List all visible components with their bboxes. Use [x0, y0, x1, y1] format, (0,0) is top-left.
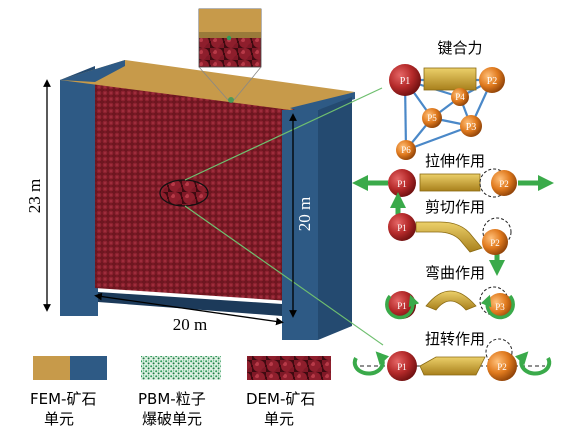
- svg-text:P5: P5: [427, 113, 437, 123]
- svg-text:P3: P3: [466, 122, 477, 133]
- legend-pbm-line2: 爆破单元: [142, 410, 202, 428]
- mine-model: [60, 8, 384, 346]
- svg-text:P2: P2: [487, 76, 498, 87]
- legend-pbm-line1: PBM-粒子: [138, 390, 206, 408]
- bond-bar-top: [423, 67, 477, 91]
- width-label: 20 m: [173, 315, 207, 334]
- bending-diagram: P1 P3: [385, 286, 515, 320]
- legend-dem: DEM-矿石 单元: [246, 356, 331, 428]
- svg-text:P1: P1: [397, 179, 407, 189]
- legend-dem-swatch: [247, 356, 331, 380]
- particle-p5: P5: [422, 108, 442, 128]
- particle-p3: P3: [460, 115, 482, 137]
- particle-p1: P1: [389, 64, 421, 96]
- right-pillar-side: [318, 97, 352, 340]
- svg-text:P2: P2: [499, 179, 509, 189]
- dimension-inner-height: 20 m: [289, 113, 314, 318]
- svg-text:P1: P1: [400, 76, 411, 87]
- legend: FEM-矿石 单元 PBM-粒子 爆破单元 DEM-矿石 单元: [30, 356, 331, 428]
- legend-fem-swatch-blue: [70, 356, 107, 380]
- left-top-cap: [60, 60, 125, 82]
- bond-network: [403, 78, 494, 152]
- svg-text:P3: P3: [495, 302, 505, 312]
- zoom-line-upper: [184, 87, 383, 181]
- legend-dem-line1: DEM-矿石: [246, 390, 315, 408]
- left-pillar-front: [60, 80, 98, 316]
- dimension-height: 23 m: [25, 79, 51, 312]
- torsion-diagram: P1 P2: [352, 338, 552, 381]
- legend-dem-line2: 单元: [264, 410, 294, 428]
- svg-text:P1: P1: [397, 301, 407, 311]
- legend-fem-line2: 单元: [44, 410, 74, 428]
- zoom-line-inset-right: [233, 66, 262, 101]
- height-label: 23 m: [25, 179, 44, 213]
- svg-text:P4: P4: [455, 92, 465, 102]
- inner-height-label: 20 m: [295, 197, 314, 231]
- svg-text:P1: P1: [397, 223, 407, 233]
- bond-panel: 键合力 P1 P2 P4 P: [351, 39, 555, 381]
- svg-text:P1: P1: [397, 362, 407, 372]
- particle-p6: P6: [396, 140, 416, 160]
- particle-p4: P4: [451, 88, 469, 106]
- tension-diagram: P1 P2: [351, 168, 555, 198]
- svg-text:P2: P2: [490, 238, 500, 248]
- fem-top-surface: [60, 60, 355, 110]
- shear-title: 剪切作用: [425, 198, 485, 216]
- right-top-cap: [290, 92, 355, 114]
- legend-pbm: PBM-粒子 爆破单元: [138, 356, 221, 428]
- particle-p2: P2: [479, 67, 505, 93]
- svg-text:P2: P2: [497, 362, 507, 372]
- legend-pbm-swatch: [141, 356, 221, 380]
- torsion-title: 扭转作用: [425, 330, 485, 348]
- tension-title: 拉伸作用: [425, 152, 485, 170]
- svg-text:P6: P6: [401, 145, 411, 155]
- shear-diagram: P1 P2: [388, 191, 512, 277]
- dimension-width: 20 m: [94, 292, 284, 334]
- legend-fem: FEM-矿石 单元: [30, 356, 107, 428]
- sample-region: [159, 179, 209, 207]
- legend-fem-line1: FEM-矿石: [30, 390, 96, 408]
- bond-force-title: 键合力: [437, 39, 482, 57]
- zoom-line-lower: [184, 205, 384, 346]
- zoom-line-inset-left: [198, 66, 229, 101]
- bending-title: 弯曲作用: [425, 264, 485, 282]
- legend-fem-swatch-orange: [33, 356, 70, 380]
- pbm-particle: [226, 35, 232, 41]
